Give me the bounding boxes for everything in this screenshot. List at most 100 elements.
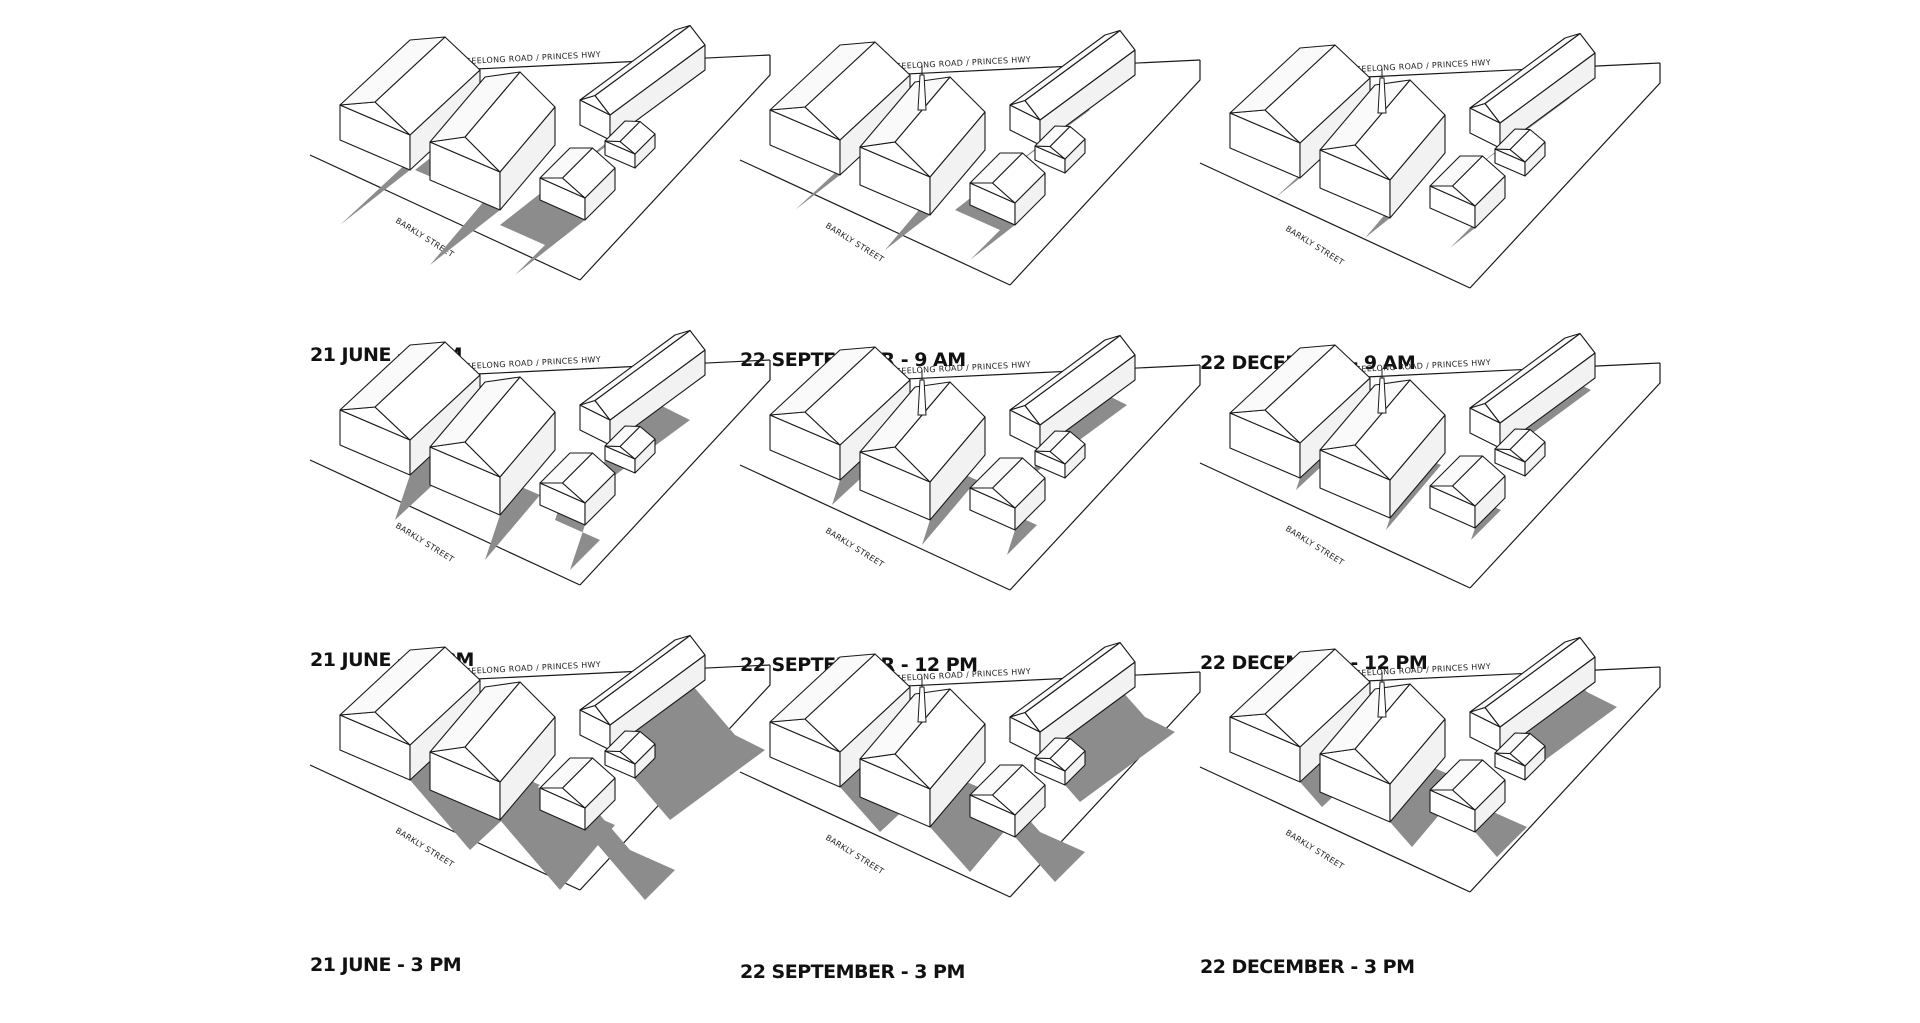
- building-central-roof-left: [859, 76, 951, 148]
- site-edge-top: [454, 54, 771, 71]
- site-edge-top: [454, 359, 771, 376]
- street-label-left: BARKLY STREET: [824, 833, 886, 876]
- site-edge-top: [454, 664, 771, 681]
- building-north-roof-left: [579, 634, 691, 711]
- building-shadow: [500, 170, 585, 275]
- panel-caption: 21 JUNE - 3 PM: [310, 954, 462, 976]
- tower: [1377, 368, 1387, 414]
- building-shed-roof-left: [1494, 732, 1531, 755]
- site-edge-right: [1009, 365, 1201, 591]
- buildings: [339, 634, 706, 831]
- tower: [917, 677, 927, 723]
- site-edge-top: [1344, 62, 1661, 79]
- building-central-roof-left: [429, 376, 521, 448]
- site-edge-left: [309, 459, 581, 586]
- building-central-roof-left: [1319, 683, 1411, 755]
- building-central-roof-left: [1319, 79, 1411, 151]
- building-shed-roof-left: [604, 425, 641, 448]
- tower: [1377, 68, 1387, 114]
- building-west-roof-left: [1229, 44, 1336, 114]
- building-west-roof-left: [1229, 344, 1336, 414]
- street-label-left: BARKLY STREET: [1284, 224, 1346, 267]
- building-central-roof-left: [859, 688, 951, 760]
- site-edge-right: [1469, 63, 1661, 289]
- buildings: [769, 334, 1136, 531]
- site-edge-right: [1009, 60, 1201, 286]
- tower-body: [917, 686, 927, 723]
- building-central-roof-left: [1319, 379, 1411, 451]
- site-edge-top: [884, 671, 1201, 688]
- building-shed-roof-left: [604, 120, 641, 143]
- site-edge-left: [1199, 162, 1471, 289]
- site-edge-right: [579, 360, 771, 586]
- tower-body: [1377, 377, 1387, 414]
- site-edge-top: [1344, 666, 1661, 683]
- building-south-roof-left: [969, 764, 1024, 796]
- building-south-roof-left: [539, 147, 594, 179]
- building-west-roof-left: [769, 653, 876, 723]
- building-shed-roof-left: [604, 730, 641, 753]
- panel-caption: 22 DECEMBER - 3 PM: [1200, 956, 1415, 978]
- building-shed-roof-left: [1034, 430, 1071, 453]
- building-central-roof-left: [859, 381, 951, 453]
- street-label-left: BARKLY STREET: [394, 216, 456, 259]
- site-edge-left: [1199, 766, 1471, 893]
- site-edge-top: [1344, 362, 1661, 379]
- building-south-roof-left: [1429, 155, 1484, 187]
- street-label-left: BARKLY STREET: [1284, 524, 1346, 567]
- site-edge-left: [1199, 462, 1471, 589]
- building-central-roof-left: [429, 71, 521, 143]
- building-west-roof-left: [769, 41, 876, 111]
- building-north-roof-left: [1469, 636, 1581, 713]
- site-edge-top: [884, 364, 1201, 381]
- site-edge-right: [1009, 672, 1201, 898]
- building-north-roof-left: [1009, 334, 1121, 411]
- site-edge-right: [579, 55, 771, 281]
- buildings: [769, 641, 1136, 838]
- building-south-roof-left: [1429, 455, 1484, 487]
- site-edge-right: [1469, 363, 1661, 589]
- buildings: [339, 24, 706, 221]
- street-label-left: BARKLY STREET: [394, 521, 456, 564]
- building-west-roof-left: [339, 341, 446, 411]
- building-shed-roof-left: [1034, 737, 1071, 760]
- building-central-roof-left: [429, 681, 521, 753]
- tower: [917, 65, 927, 111]
- building-south-roof-left: [969, 457, 1024, 489]
- tower: [917, 370, 927, 416]
- building-north-roof-left: [579, 24, 691, 101]
- tower-body: [1377, 77, 1387, 114]
- building-west-roof-left: [339, 646, 446, 716]
- building-south-roof-left: [539, 757, 594, 789]
- building-north-roof-left: [1469, 332, 1581, 409]
- tower-body: [1377, 681, 1387, 718]
- tower-body: [917, 379, 927, 416]
- street-label-left: BARKLY STREET: [824, 221, 886, 264]
- street-label-left: BARKLY STREET: [1284, 828, 1346, 871]
- building-shed-roof-left: [1494, 128, 1531, 151]
- buildings: [1229, 636, 1596, 833]
- panel-caption: 22 SEPTEMBER - 3 PM: [740, 961, 965, 983]
- site-edge-left: [739, 771, 1011, 898]
- site-edge-top: [884, 59, 1201, 76]
- building-shed-roof-left: [1494, 428, 1531, 451]
- site-edge-right: [579, 665, 771, 891]
- tower: [1377, 672, 1387, 718]
- building-north-roof-left: [1469, 32, 1581, 109]
- buildings: [769, 29, 1136, 226]
- buildings: [1229, 332, 1596, 529]
- building-shed-roof-left: [1034, 125, 1071, 148]
- building-south-roof-left: [969, 152, 1024, 184]
